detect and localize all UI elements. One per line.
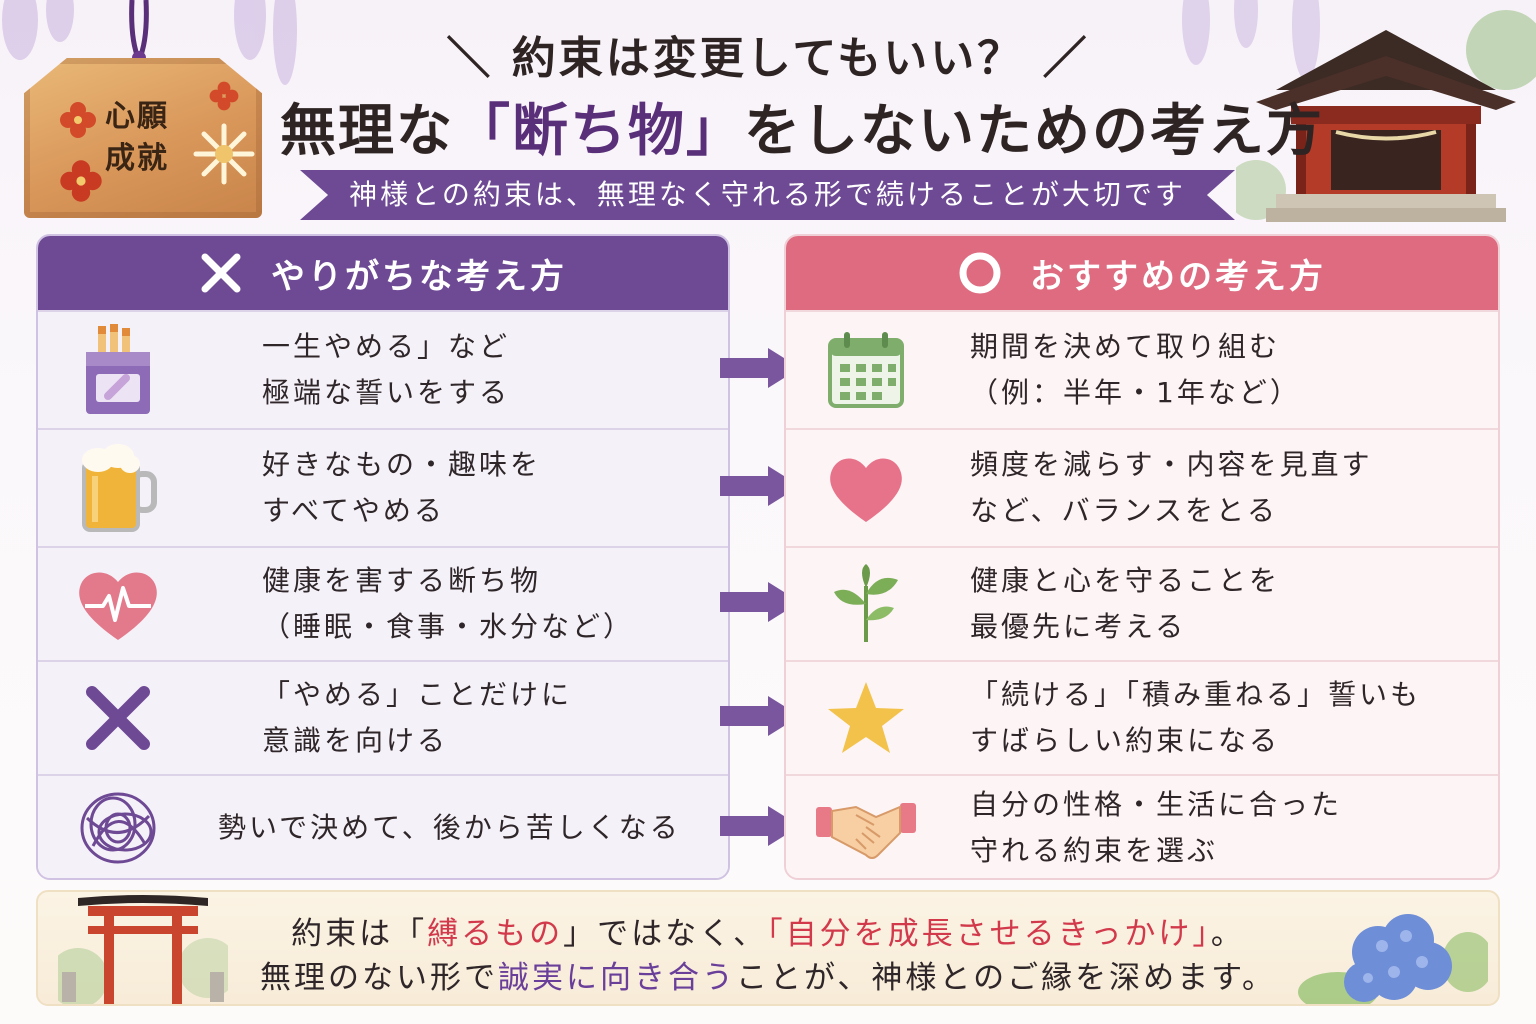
- summary-2b: 誠実に向き合う: [498, 960, 737, 996]
- summary-1b: 縛るもの: [427, 916, 564, 952]
- bad-row-2-line2: すべてやめる: [262, 494, 445, 527]
- bad-row: 「やめる」ことだけに 意識を向ける: [38, 660, 728, 774]
- page-title: 無理な「断ち物」をしないための考え方: [280, 86, 1322, 167]
- title-post: をしないための考え方: [744, 98, 1324, 164]
- hydrangea-illustration: [1298, 914, 1488, 1004]
- flower-icon: [60, 160, 102, 202]
- ema-text-line1: 心願: [105, 99, 169, 134]
- good-row-5-line1: 自分の性格・生活に合った: [970, 788, 1343, 821]
- sprout-icon: [834, 564, 898, 642]
- tangle-icon: [80, 792, 156, 864]
- circle-mark-icon: [959, 252, 1001, 294]
- bad-row: 健康を害する断ち物 （睡眠・食事・水分など）: [38, 546, 728, 660]
- summary-1e: 。: [1210, 916, 1245, 952]
- bad-row-3-line1: 健康を害する断ち物: [262, 564, 542, 597]
- header-subtitle: ＼ 約束は変更してもいい？ ／: [446, 33, 1090, 84]
- ema-plaque: 心願 成就: [18, 0, 268, 225]
- good-row: 「続ける」「積み重ねる」誓いも すばらしい約束になる: [786, 660, 1498, 774]
- good-row-3-line1: 健康と心を守ることを: [970, 564, 1281, 597]
- good-row-2-line2: など、バランスをとる: [970, 494, 1279, 527]
- good-row-2-line1: 頻度を減らす・内容を見直す: [970, 448, 1373, 481]
- bad-ideas-column: やりがちな考え方 一生やめる」など 極端な誓いをする: [36, 234, 730, 880]
- good-column-header: おすすめの考え方: [786, 236, 1498, 310]
- bad-row-3-line2: （睡眠・食事・水分など）: [262, 610, 635, 643]
- good-row: 自分の性格・生活に合った 守れる約束を選ぶ: [786, 774, 1498, 878]
- ema-text: 心願 成就: [92, 96, 182, 180]
- arrow-right-icon: [720, 466, 800, 506]
- summary-line-1: 約束は「縛るもの」ではなく、「自分を成長させるきっかけ」。: [238, 908, 1298, 953]
- heart-icon: [830, 458, 902, 522]
- bad-row-4-line1: 「やめる」ことだけに: [262, 678, 573, 711]
- bad-column-header: やりがちな考え方: [38, 236, 728, 310]
- summary-1d: 「自分を成長させるきっかけ」: [767, 916, 1211, 952]
- heartbeat-icon: [79, 572, 157, 640]
- bad-row-1-line2: 極端な誓いをする: [262, 376, 511, 409]
- cross-mark-icon: [201, 253, 241, 293]
- flower-icon: [209, 81, 239, 111]
- bad-row: 好きなもの・趣味を すべてやめる: [38, 428, 728, 546]
- summary-2c: ことが、神様とのご縁を深めます。: [736, 960, 1276, 996]
- summary-banner: 約束は「縛るもの」ではなく、「自分を成長させるきっかけ」。 無理のない形で誠実に…: [36, 890, 1500, 1006]
- good-row-5-line2: 守れる約束を選ぶ: [970, 834, 1219, 867]
- beer-mug-icon: [82, 444, 157, 532]
- arrow-right-icon: [720, 806, 800, 846]
- good-row-3-line2: 最優先に考える: [970, 610, 1187, 643]
- bad-row: 勢いで決めて、後から苦しくなる: [38, 774, 728, 878]
- ema-text-line2: 成就: [105, 141, 169, 176]
- star-icon: [828, 682, 904, 753]
- subtitle-ribbon: 神様との約束は、無理なく守れる形で続けることが大切です: [300, 170, 1235, 220]
- bad-column-heading: やりがちな考え方: [271, 256, 567, 297]
- good-row-4-line1: 「続ける」「積み重ねる」誓いも: [970, 678, 1422, 711]
- summary-2a: 無理のない形で: [260, 960, 499, 996]
- summary-line-2: 無理のない形で誠実に向き合うことが、神様とのご縁を深めます。: [238, 952, 1298, 997]
- bad-row-4-line2: 意識を向ける: [262, 724, 449, 757]
- chrysanthemum-icon: [193, 123, 255, 185]
- title-highlight: 「断ち物」: [454, 98, 744, 164]
- good-row-1-line2: （例：半年・1年など）: [970, 376, 1301, 409]
- arrow-right-icon: [720, 696, 800, 736]
- good-row-4-line2: すばらしい約束になる: [970, 724, 1281, 757]
- arrow-right-icon: [720, 582, 800, 622]
- cross-icon: [86, 686, 150, 750]
- bad-row: 一生やめる」など 極端な誓いをする: [38, 310, 728, 428]
- arrow-right-icon: [720, 348, 800, 388]
- cigarette-pack-icon: [86, 324, 150, 414]
- good-ideas-column: おすすめの考え方 期間を決めて取り組む （例：半年・1年な: [784, 234, 1500, 880]
- handshake-icon: [816, 803, 916, 859]
- calendar-icon: [828, 332, 904, 408]
- shrine-illustration: [1236, 10, 1536, 222]
- title-pre: 無理な: [280, 98, 454, 164]
- bad-row-5-line1: 勢いで決めて、後から苦しくなる: [218, 811, 681, 844]
- flower-icon: [60, 102, 96, 138]
- summary-1a: 約束は「: [291, 916, 428, 952]
- torii-gate-illustration: [58, 895, 228, 1004]
- good-row: 健康と心を守ることを 最優先に考える: [786, 546, 1498, 660]
- summary-1c: 」ではなく、: [563, 916, 768, 952]
- bad-row-2-line1: 好きなもの・趣味を: [262, 448, 542, 481]
- good-row: 頻度を減らす・内容を見直す など、バランスをとる: [786, 428, 1498, 546]
- good-column-heading: おすすめの考え方: [1030, 256, 1326, 297]
- good-row: 期間を決めて取り組む （例：半年・1年など）: [786, 310, 1498, 428]
- bad-row-1-line1: 一生やめる」など: [262, 330, 511, 363]
- good-row-1-line1: 期間を決めて取り組む: [970, 330, 1281, 363]
